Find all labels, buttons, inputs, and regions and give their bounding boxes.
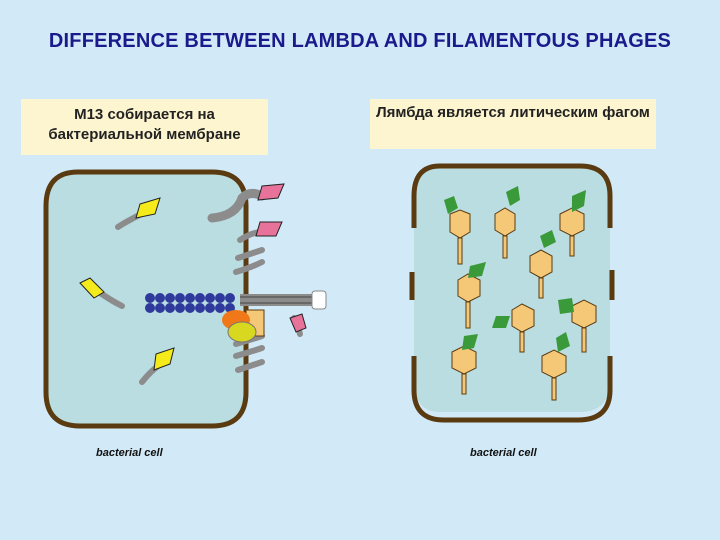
m13-phage-2 <box>79 277 125 309</box>
m13-phage-1 <box>115 197 161 230</box>
lambda-phage <box>529 249 553 299</box>
m13-caption: M13 собирается на бактериальной мембране <box>21 99 268 155</box>
lambda-phage <box>559 207 585 257</box>
m13-extruding-phages <box>207 183 307 373</box>
right-cell-wall-bottom <box>411 356 613 423</box>
lambda-cell-fragments <box>444 186 586 352</box>
lambda-phages <box>449 207 597 401</box>
lambda-phage <box>541 349 567 401</box>
m13-dna-beads <box>145 293 235 313</box>
lambda-phage <box>457 273 481 329</box>
right-cell-wall-top <box>411 163 613 228</box>
left-cell-label: bacterial cell <box>96 447 163 459</box>
page-title: DIFFERENCE BETWEEN LAMBDA AND FILAMENTOU… <box>48 30 672 52</box>
lambda-phage <box>451 345 477 395</box>
lambda-caption: Лямбда является литическим фагом <box>370 99 656 149</box>
lambda-phage <box>511 303 535 353</box>
right-cell-label: bacterial cell <box>470 447 537 459</box>
m13-extruding-filament <box>240 290 327 310</box>
lambda-phage <box>494 207 516 259</box>
lambda-phage <box>449 209 471 265</box>
m13-phage-3 <box>139 347 175 385</box>
m13-assembly-complex <box>222 309 265 343</box>
lambda-phage <box>571 299 597 353</box>
